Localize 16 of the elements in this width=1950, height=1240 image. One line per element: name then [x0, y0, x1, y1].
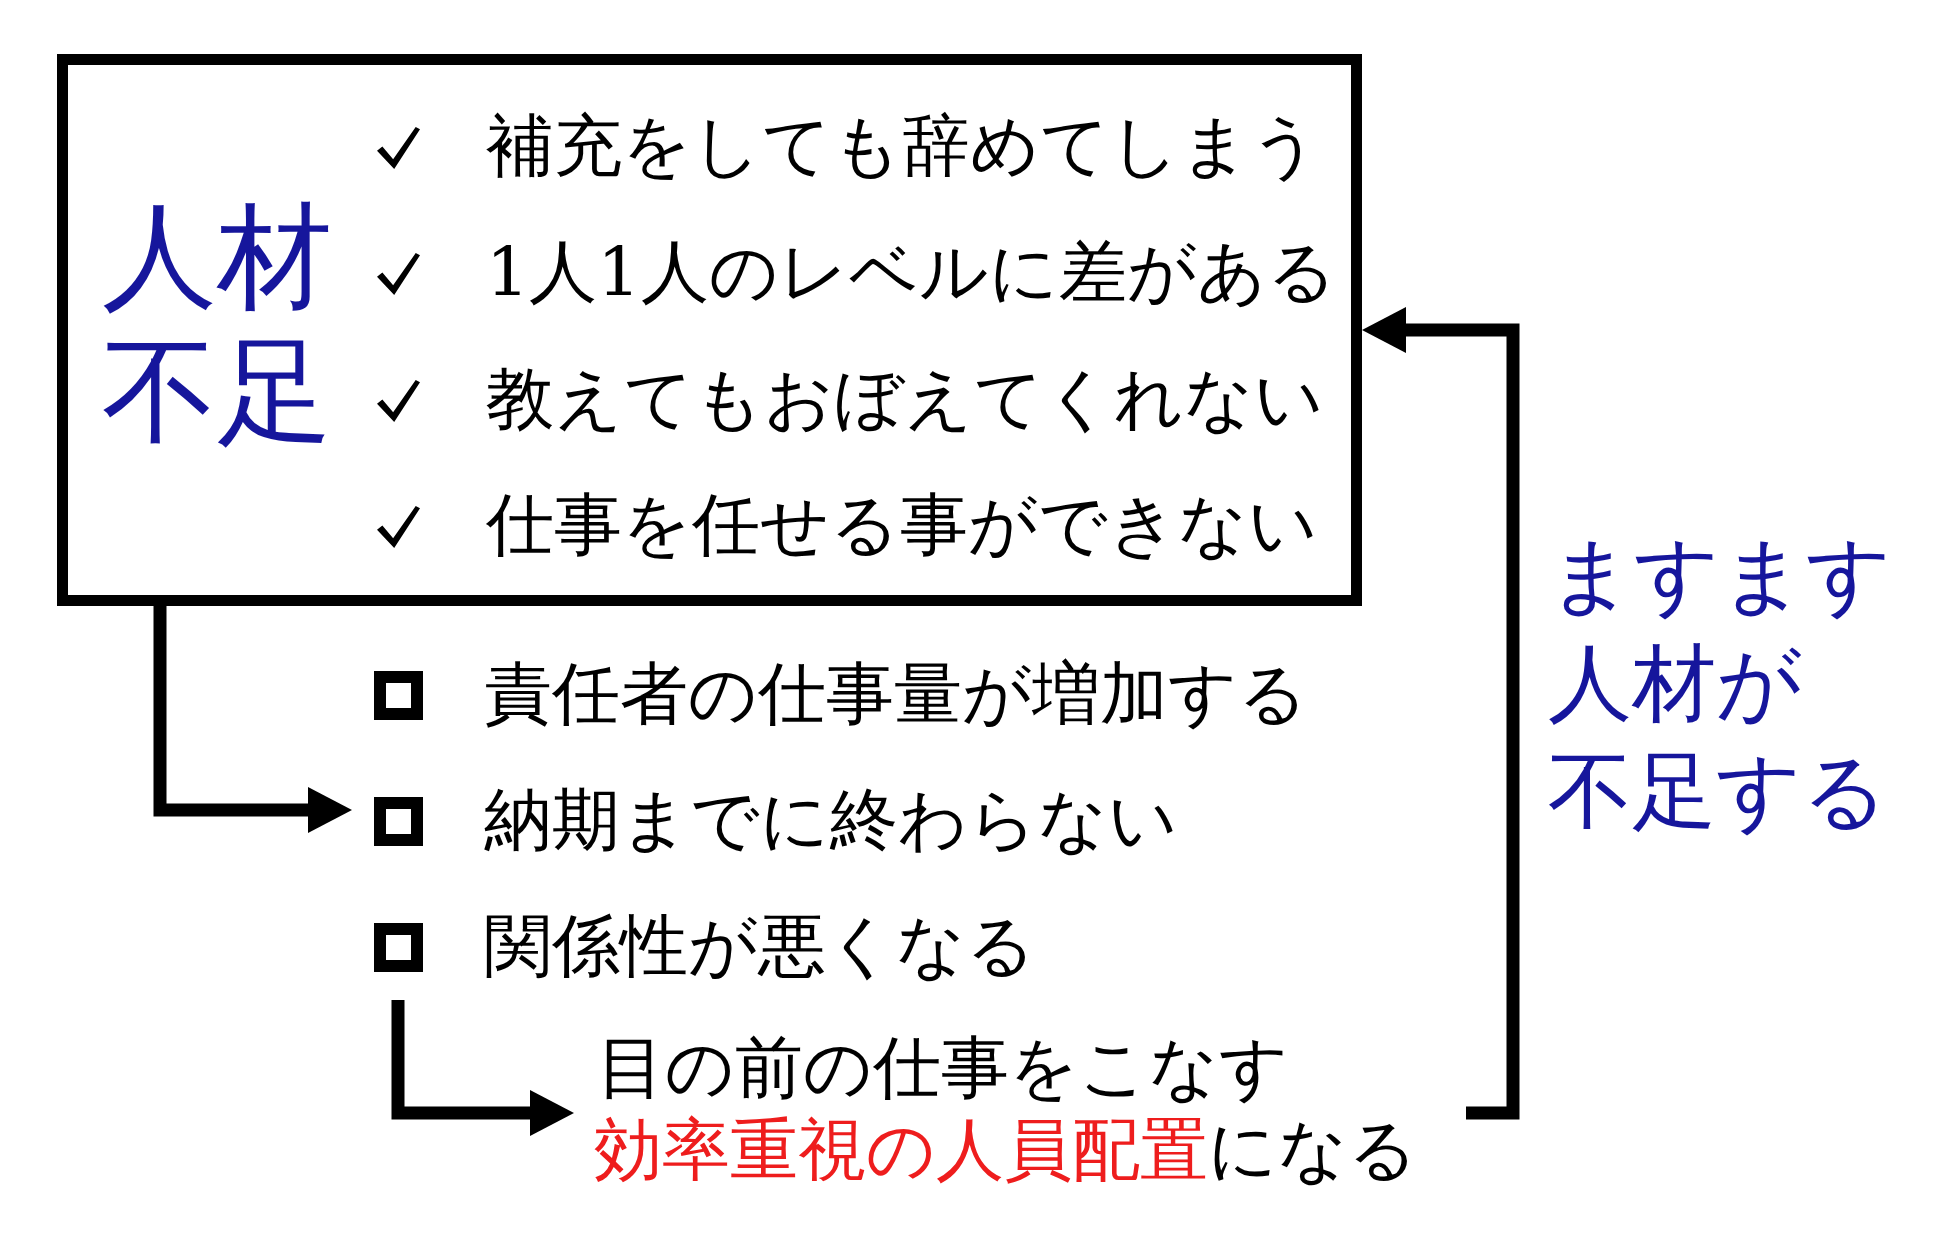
outlined-box: [57, 54, 1362, 606]
list-item-text: 納期までに終わらない: [484, 786, 1178, 854]
list-item-text: 教えてもおぼえてくれない: [486, 365, 1324, 433]
body-text: になる: [1208, 1110, 1418, 1189]
list-item-text: 1人1人のレベルに差がある: [486, 238, 1337, 306]
list-item-text: 補充をしても辞めてしまう: [486, 112, 1320, 180]
list-item-text: 仕事を任せる事ができない: [486, 491, 1318, 559]
arrow: [1362, 307, 1520, 1120]
highlight-text: 効率重視の人員配置: [594, 1110, 1208, 1189]
edge-label: ますます人材が不足する: [1548, 525, 1892, 842]
body-text: 目の前の仕事をこなす: [597, 1028, 1289, 1107]
list-item-text: 関係性が悪くなる: [484, 912, 1036, 980]
heading-text: 人材不足: [102, 189, 333, 459]
list-item-text: 責任者の仕事量が増加する: [484, 660, 1308, 728]
arrow: [391, 1000, 574, 1136]
arrow: [153, 606, 352, 833]
